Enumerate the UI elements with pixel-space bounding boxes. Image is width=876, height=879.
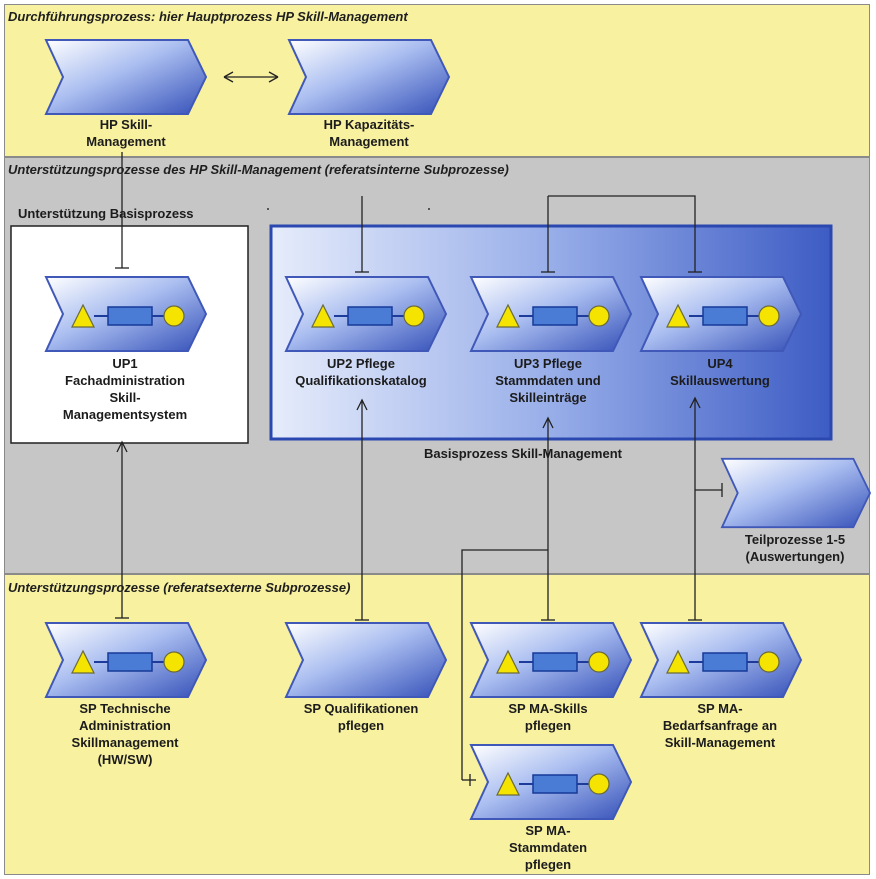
lane-title-external: Unterstützungsprozesse (referatsexterne … bbox=[8, 580, 351, 595]
hp-kapazitaet-chevron[interactable] bbox=[287, 38, 451, 116]
sp-qualifikationen-chevron[interactable] bbox=[284, 621, 448, 699]
label-hp-kapazitaet: HP Kapazitäts-Management bbox=[323, 117, 415, 149]
label-hp-skill: HP Skill-Management bbox=[86, 117, 166, 149]
group-title-basis: Basisprozess Skill-Management bbox=[424, 446, 622, 461]
connector-lines bbox=[115, 71, 723, 786]
label-teilprozesse: Teilprozesse 1-5(Auswertungen) bbox=[744, 532, 846, 564]
hp-skill-chevron[interactable] bbox=[44, 38, 208, 116]
group-title-support-basis: Unterstützung Basisprozess bbox=[18, 206, 194, 221]
teilprozesse-chevron[interactable] bbox=[721, 457, 871, 529]
lane-title-main: Durchführungsprozess: hier Hauptprozess … bbox=[8, 9, 408, 24]
lane-title-internal: Unterstützungsprozesse des HP Skill-Mana… bbox=[8, 162, 509, 177]
